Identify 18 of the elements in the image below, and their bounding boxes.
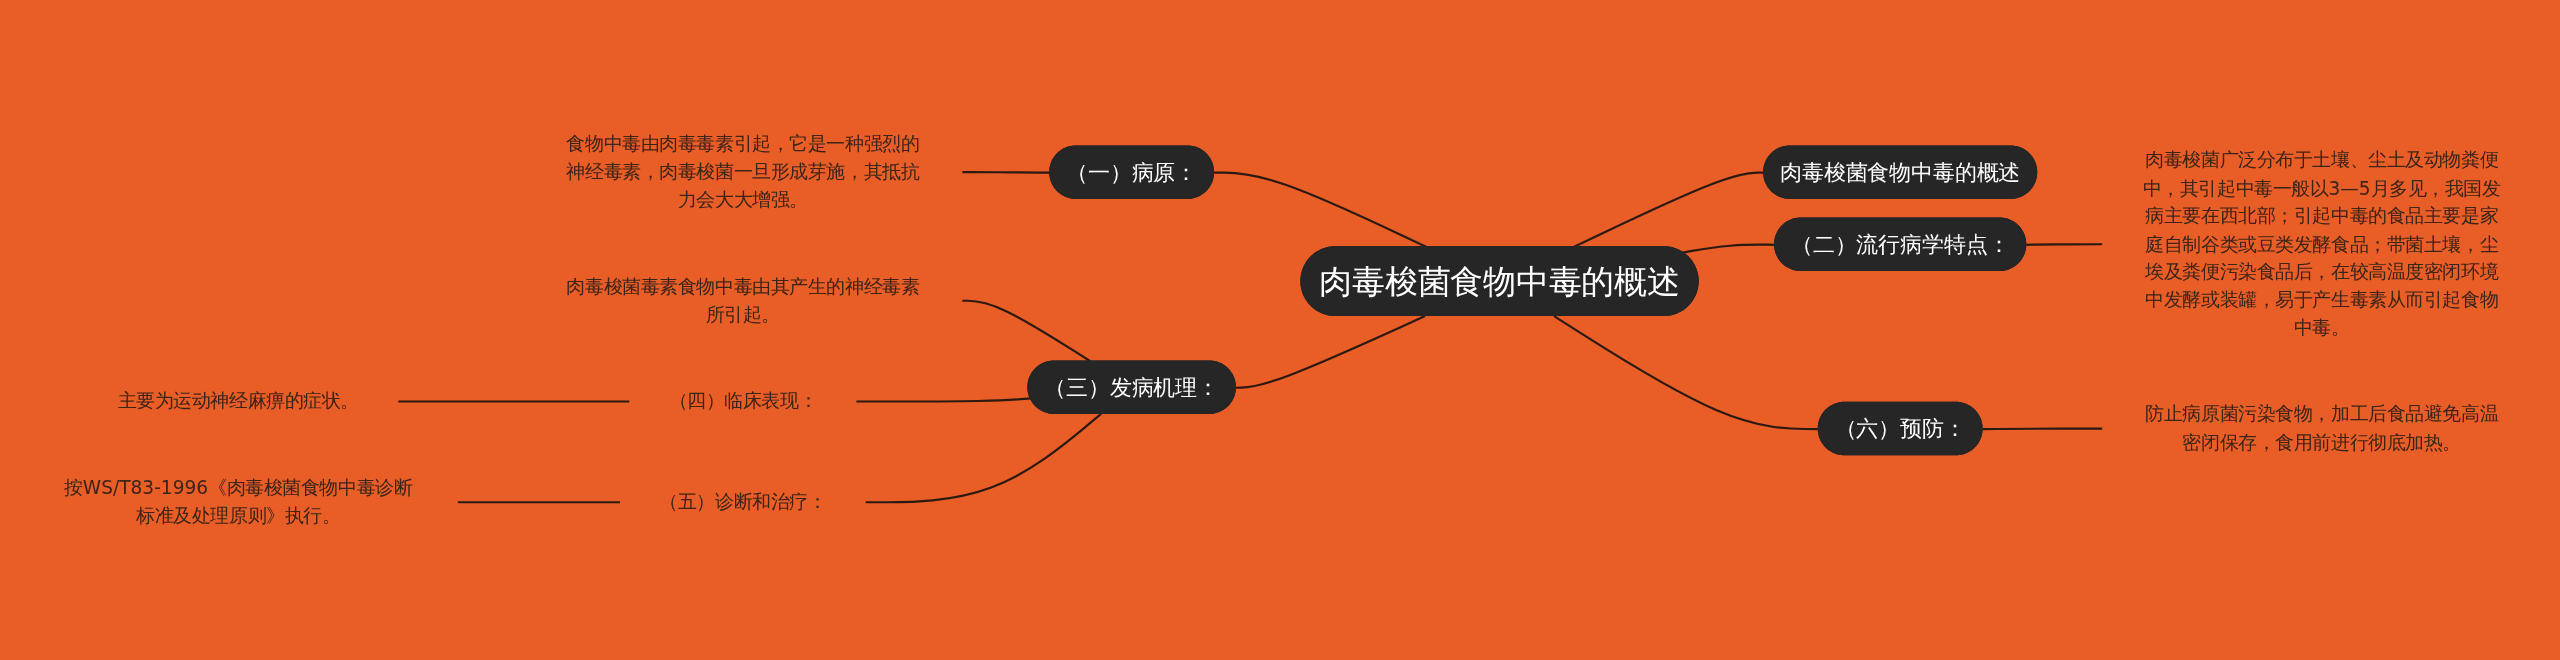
connector: [856, 397, 1031, 403]
connector: [962, 170, 1051, 174]
connector: [1235, 314, 1426, 389]
node-text: 食物中毒由肉毒毒素引起，它是一种强烈的神经毒素，肉毒梭菌一旦形成芽施，其抵抗力会大大增强。: [566, 132, 920, 210]
node-text: 肉毒梭菌毒素食物中毒由其产生的神经毒素所引起。: [566, 274, 920, 325]
connector: [1214, 171, 1428, 248]
node-text: （五）诊断和治疗：: [659, 490, 827, 513]
connector: [2026, 242, 2103, 246]
node-text: 防止病原菌污染食物，加工后食品避免高温密闭保存，食用前进行彻底加热。: [2145, 402, 2499, 453]
node-text: 按WS/T83-1996《肉毒梭菌食物中毒诊断标准及处理原则》执行。: [64, 476, 413, 527]
connector: [398, 400, 630, 403]
connector: [1982, 427, 2103, 430]
node-text: 主要为运动神经麻痹的症状。: [117, 389, 359, 412]
node-text: （四）临床表现：: [668, 389, 818, 412]
node-text: 肉毒梭菌广泛分布于土壤、尘土及动物粪便中，其引起中毒一般以3—5月多见，我国发病主要在西北部；引起中毒的食品主要是家庭自制谷类或豆类发酵食品；带菌土壤，尘埃及粪便污染食品后，在较高温度密闭环境中发酵或装罐，易于产生毒素从而引起食物中毒。: [2142, 148, 2501, 338]
connector: [457, 500, 620, 504]
connector: [1553, 314, 1819, 430]
connector: [865, 412, 1102, 504]
